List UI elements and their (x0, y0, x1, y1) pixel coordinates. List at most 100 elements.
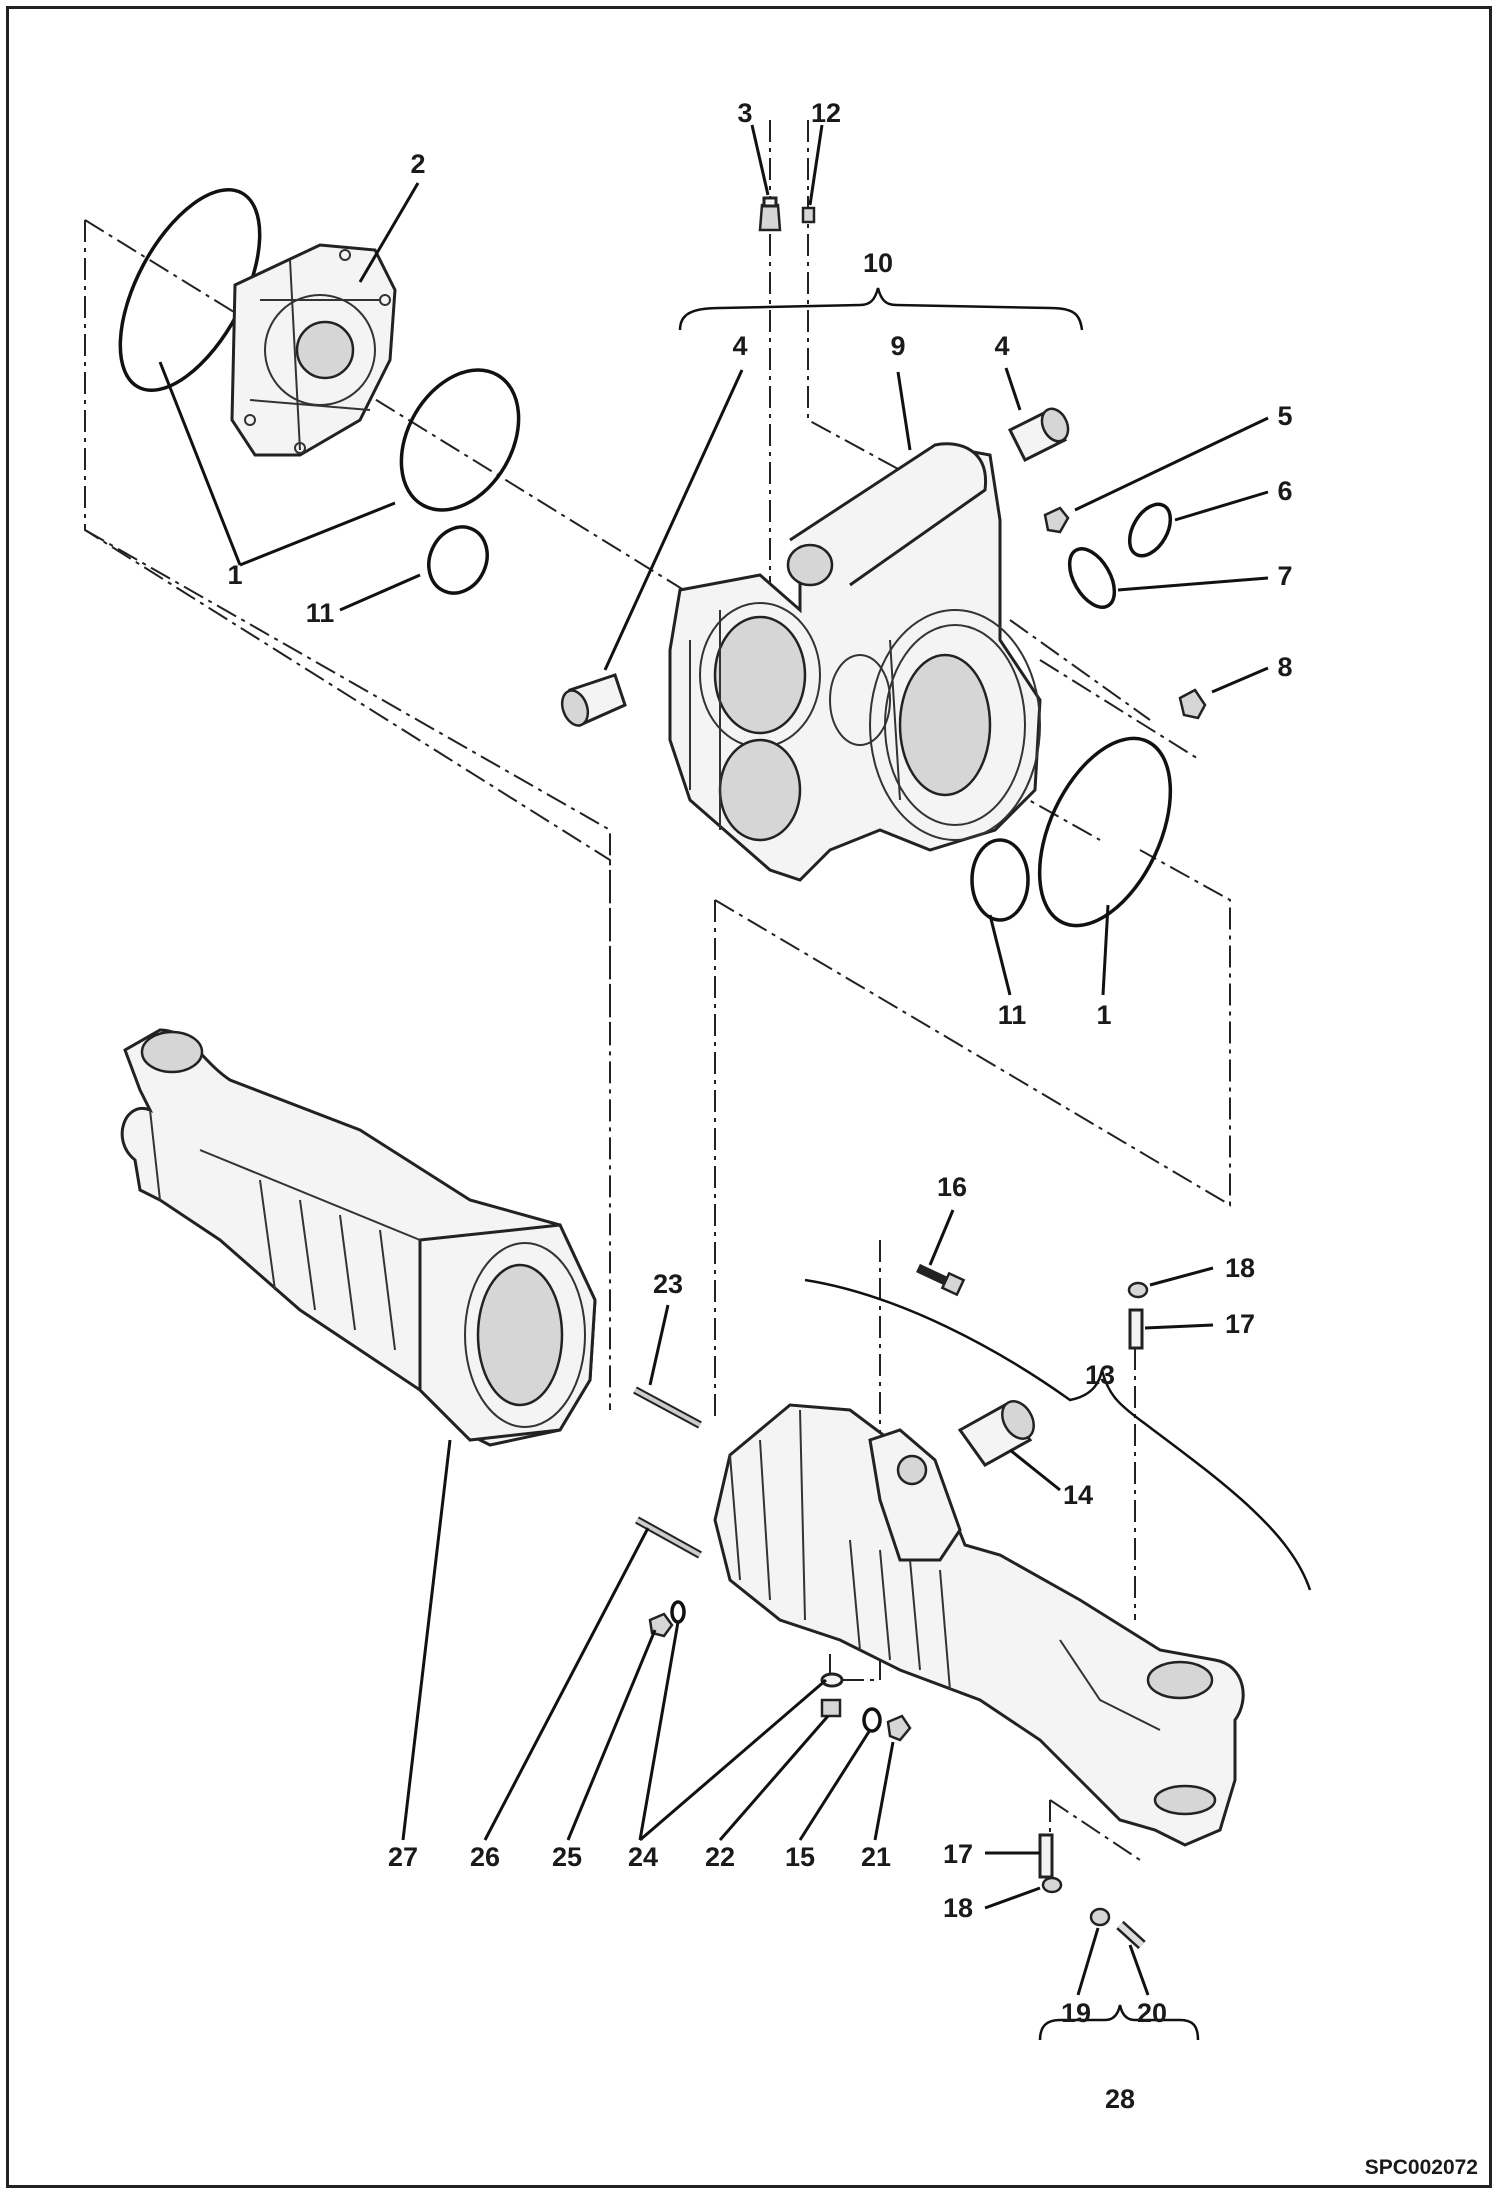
plug-8 (1178, 688, 1207, 720)
callout-25: 25 (552, 1842, 582, 1872)
leader-3 (750, 124, 770, 196)
leader-24 (638, 1621, 827, 1842)
phantom-line-right-box (714, 849, 1231, 1207)
callout-12: 12 (811, 98, 841, 128)
snap-ring-6 (1127, 502, 1173, 558)
callout-9: 9 (890, 331, 905, 361)
callout-18-top: 18 (1225, 1253, 1255, 1283)
callout-21: 21 (861, 1842, 891, 1872)
leader-15 (798, 1729, 872, 1841)
leader-2 (358, 182, 420, 283)
leader-18-bottom (984, 1886, 1041, 1910)
leader-22 (718, 1715, 830, 1841)
pin-17-top (1128, 1308, 1144, 1350)
callout-16: 16 (937, 1172, 967, 1202)
callout-1-top: 1 (227, 560, 242, 590)
plug-22 (820, 1698, 842, 1718)
phantom-line-top (84, 219, 701, 601)
cover-plate (230, 243, 397, 457)
leader-20 (1128, 1944, 1150, 1996)
callout-18-bottom: 18 (943, 1893, 973, 1923)
o-ring-7 (1067, 547, 1117, 609)
leader-6 (1174, 490, 1269, 522)
leader-7 (1117, 576, 1269, 592)
callout-1-mid: 1 (1096, 1000, 1111, 1030)
callout-24: 24 (628, 1842, 658, 1872)
leader-5 (1074, 416, 1269, 512)
leader-26 (483, 1527, 650, 1841)
axle-housing-left (120, 1028, 597, 1447)
leader-16 (928, 1209, 955, 1266)
callout-14: 14 (1063, 1480, 1093, 1510)
washer-24-a (670, 1600, 686, 1624)
phantom-line-left-upper (84, 220, 611, 1030)
callout-5: 5 (1277, 401, 1292, 431)
bolt-16 (916, 1263, 966, 1297)
callout-27: 27 (388, 1842, 418, 1872)
callout-6: 6 (1277, 476, 1292, 506)
callout-2: 2 (410, 149, 425, 179)
callout-22: 22 (705, 1842, 735, 1872)
leader-19 (1076, 1927, 1100, 1996)
bushing-14 (957, 1400, 1035, 1467)
leader-4-right (1004, 367, 1022, 411)
plug-18-top (1127, 1281, 1149, 1299)
o-ring-large-mid (399, 368, 521, 512)
washer-15 (862, 1707, 882, 1733)
callout-8: 8 (1277, 652, 1292, 682)
callout-17-bottom: 17 (943, 1839, 973, 1869)
phantom-line-left-down (84, 529, 611, 1410)
callout-13: 13 (1085, 1360, 1115, 1390)
drawing-border (6, 6, 1492, 2188)
leader-8 (1211, 666, 1269, 694)
stud-23 (633, 1386, 702, 1429)
phantom-line-fitting-12 (807, 120, 901, 471)
callout-19: 19 (1061, 1998, 1091, 2028)
callout-4-left: 4 (732, 331, 747, 361)
axle-housing-right (713, 1403, 1245, 1847)
phantom-line-pin-17-bot (1049, 1799, 1141, 1861)
bushing-left (560, 673, 627, 728)
brace-28 (1038, 2004, 1200, 2041)
leader-18-top (1149, 1266, 1214, 1287)
brace-10 (678, 287, 1084, 331)
leader-4-left (603, 369, 744, 671)
gearbox-housing (668, 442, 1042, 882)
callout-4-right: 4 (994, 331, 1009, 361)
washer-24-b (820, 1672, 844, 1688)
plug-18-bottom (1041, 1876, 1063, 1894)
pin-20 (1116, 1920, 1146, 1950)
grease-fitting-3 (758, 196, 782, 232)
leader-27 (401, 1439, 452, 1841)
leader-23 (648, 1304, 670, 1386)
phantom-line-hub-right (1039, 659, 1201, 761)
leader-11-mid (988, 914, 1012, 996)
o-ring-small-left (427, 525, 489, 595)
grease-fitting-12 (801, 206, 816, 224)
plug-19 (1089, 1907, 1111, 1927)
phantom-line-plug-8 (1009, 619, 1151, 721)
pin-17-bottom (1038, 1833, 1054, 1879)
callout-11-mid: 11 (998, 1000, 1027, 1030)
callout-23: 23 (653, 1269, 683, 1299)
leader-1-top (158, 361, 396, 567)
leader-11-top (339, 573, 421, 612)
callout-17-top: 17 (1225, 1309, 1255, 1339)
callout-11-top: 11 (306, 598, 335, 628)
plug-5 (1043, 506, 1070, 534)
callout-labels: 1 2 3 12 10 4 9 4 5 6 7 8 11 11 1 16 18 … (227, 98, 1292, 2114)
leader-12 (808, 124, 824, 206)
o-ring-large-right (1037, 736, 1173, 928)
o-ring-small-right (970, 838, 1030, 922)
stud-26 (635, 1516, 702, 1559)
leader-25 (566, 1629, 657, 1841)
leader-17-top (1144, 1323, 1214, 1330)
bushing-right-top (1007, 407, 1070, 463)
callout-15: 15 (785, 1842, 815, 1872)
brace-13 (804, 1278, 1312, 1591)
leader-lines (158, 124, 1269, 1996)
callout-7: 7 (1277, 561, 1292, 591)
callout-20: 20 (1137, 1998, 1167, 2028)
leader-21 (873, 1741, 895, 1841)
